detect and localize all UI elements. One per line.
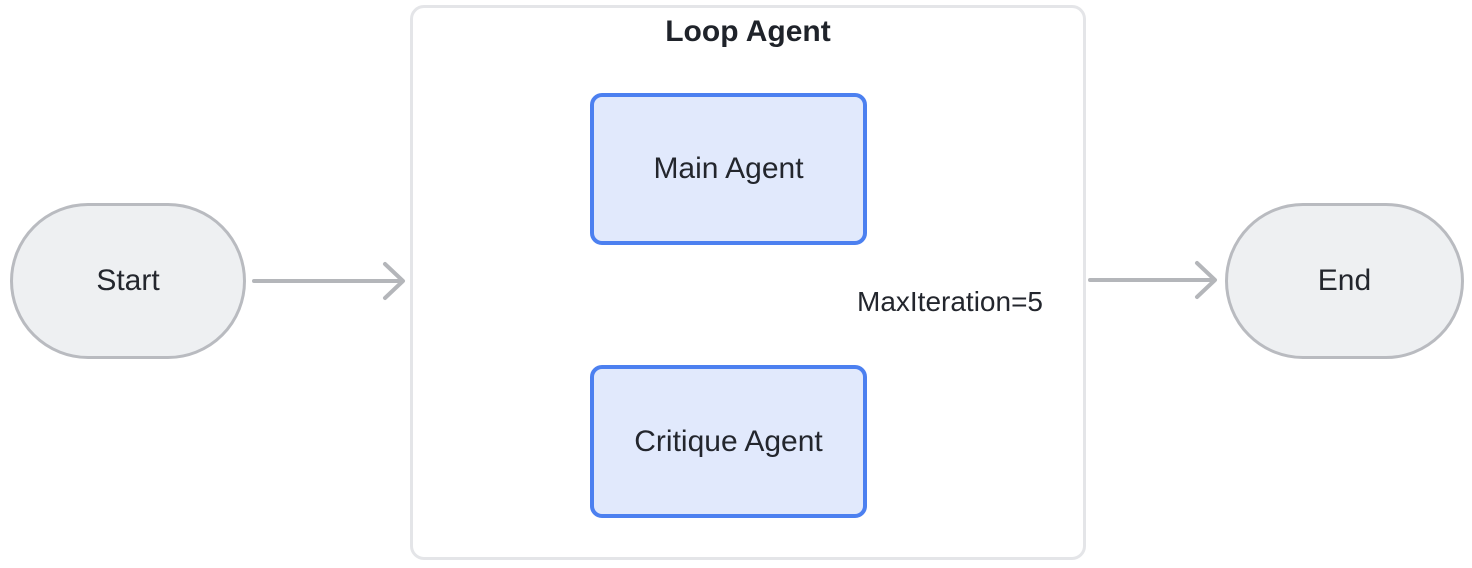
end-node: End [1225,203,1464,359]
critique-agent-node: Critique Agent [590,365,867,518]
edge-loop-agent-to-end [1088,261,1217,299]
critique-agent-label: Critique Agent [634,424,823,458]
end-node-label: End [1317,264,1372,297]
start-node: Start [10,203,246,359]
start-node-label: Start [96,264,160,297]
loop-agent-title: Loop Agent [665,15,831,48]
edge-start-to-loop-agent [252,262,405,300]
loop-iteration-label: MaxIteration=5 [851,278,1049,326]
main-agent-node: Main Agent [590,93,867,245]
main-agent-label: Main Agent [653,152,804,185]
